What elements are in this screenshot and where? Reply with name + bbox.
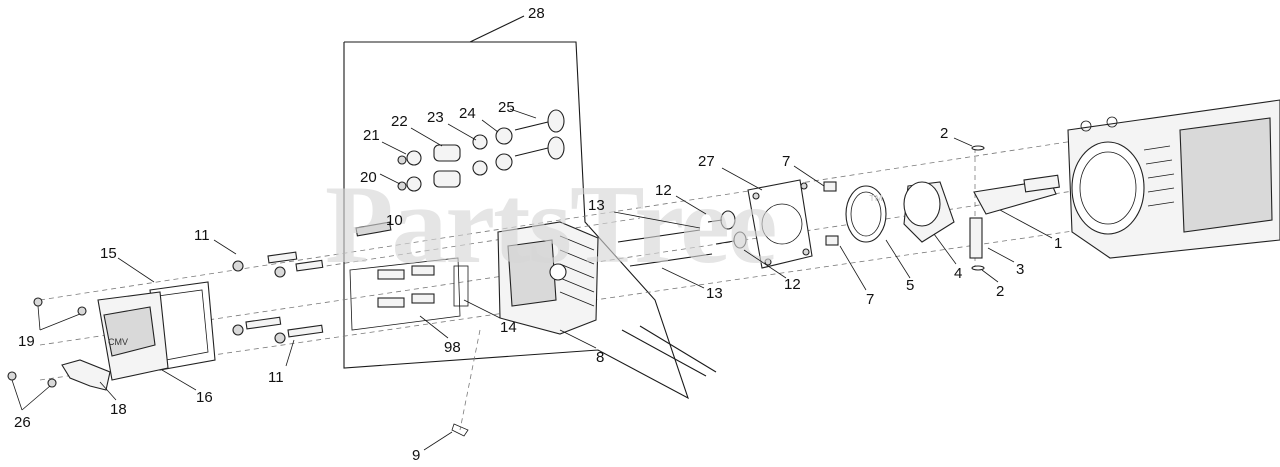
assembly-28-outline [343,15,689,400]
callout-2-top: 2 [940,125,948,142]
head-gasket-27 [747,179,813,269]
bolts-19-26 [7,297,87,388]
leader-lines [11,108,1053,451]
callout-4: 4 [954,265,962,282]
svg-text:PartsTree: PartsTree [325,163,776,287]
callout-19: 19 [18,333,35,350]
callout-16: 16 [196,389,213,406]
callout-12-bottom: 12 [784,276,801,293]
callout-5: 5 [906,277,914,294]
callout-13-bottom: 13 [706,285,723,302]
callout-11-bottom: 11 [268,369,284,386]
breather-bracket-18 [61,359,111,391]
callout-26: 26 [14,414,31,431]
watermark-logo: PartsTree ™ [325,163,884,287]
callout-24: 24 [459,105,476,122]
valve-train-parts [355,109,565,237]
callout-7-bottom: 7 [866,291,874,308]
callout-8: 8 [596,349,604,366]
piston-rings-5 [845,185,887,243]
callout-14: 14 [500,319,517,336]
piston-pin-3 [969,217,983,259]
lifters-12 [707,210,747,249]
pin-clips-2 [971,145,985,271]
head-bolts-11 [232,251,324,344]
callout-27: 27 [698,153,715,170]
callout-18: 18 [110,401,127,418]
callout-11-top: 11 [194,227,210,244]
callout-21: 21 [363,127,380,144]
connecting-rod-1 [973,174,1060,215]
callout-labels: 28 25 24 23 22 21 20 10 11 11 15 19 26 1… [14,5,1062,464]
callout-22: 22 [391,113,408,130]
callout-7-top: 7 [782,153,790,170]
dowels-7 [823,181,839,246]
pushrods-13 [617,229,717,377]
callout-23: 23 [427,109,444,126]
engine-block [1067,99,1280,259]
callout-15: 15 [100,245,117,262]
callout-10: 10 [386,212,403,229]
callout-20: 20 [360,169,377,186]
callout-3: 3 [1016,261,1024,278]
callout-28: 28 [528,5,545,22]
callout-98: 98 [444,339,461,356]
callout-2-bottom: 2 [996,283,1004,300]
piston-4 [903,181,955,243]
svg-text:CMV: CMV [108,337,128,347]
rocker-kit-98 [349,257,469,331]
svg-text:™: ™ [868,193,884,210]
gasket-9 [451,423,469,437]
valve-cover: CMV [97,291,169,381]
callout-13-top: 13 [588,197,605,214]
callout-25: 25 [498,99,515,116]
callout-1: 1 [1054,235,1062,252]
callout-12-top: 12 [655,182,672,199]
callout-9: 9 [412,447,420,464]
